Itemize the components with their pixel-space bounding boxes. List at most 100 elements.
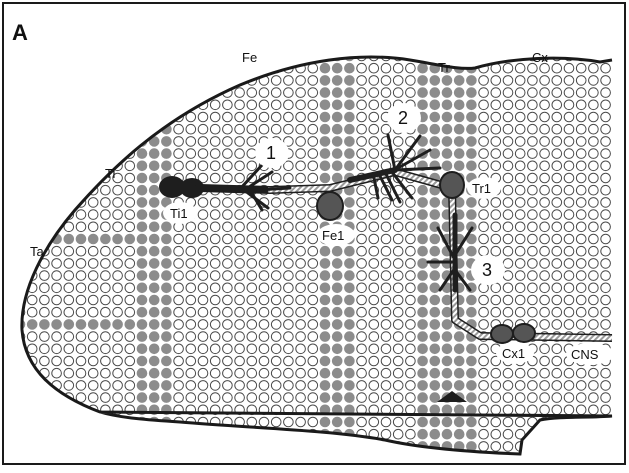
cell-circle [235, 137, 245, 147]
cell-circle [442, 344, 452, 354]
cell-circle [101, 63, 111, 73]
cell-circle [271, 259, 281, 269]
cell-circle [40, 307, 50, 317]
cell-circle [345, 442, 355, 452]
cell-circle [467, 210, 477, 220]
cell-circle [601, 381, 611, 391]
cell-circle [320, 173, 330, 183]
cell-circle [15, 246, 25, 256]
cell-circle [113, 124, 123, 134]
cell-circle [357, 259, 367, 269]
cell-circle [589, 185, 599, 195]
cell-circle [235, 149, 245, 159]
cell-circle [76, 381, 86, 391]
cell-circle [357, 442, 367, 452]
cell-circle [552, 124, 562, 134]
cell-circle [418, 124, 428, 134]
cell-circle [64, 429, 74, 439]
cell-circle [88, 393, 98, 403]
cell-circle [528, 393, 538, 403]
cell-circle [552, 222, 562, 232]
cell-circle [320, 368, 330, 378]
cell-circle [503, 259, 513, 269]
cell-circle [308, 295, 318, 305]
cell-circle [332, 320, 342, 330]
cell-circle [357, 246, 367, 256]
cell-circle [52, 356, 62, 366]
cell-circle [40, 344, 50, 354]
cell-circle [503, 417, 513, 427]
cell-circle [345, 381, 355, 391]
cell-circle [15, 368, 25, 378]
cell-circle [186, 137, 196, 147]
cell-circle [296, 137, 306, 147]
cell-circle [113, 63, 123, 73]
cell-circle [601, 210, 611, 220]
cell-circle [76, 234, 86, 244]
cell-circle [564, 283, 574, 293]
cell-circle [576, 405, 586, 415]
cell-circle [88, 454, 98, 464]
cell-circle [101, 149, 111, 159]
cell-circle [393, 259, 403, 269]
cell-circle [369, 88, 379, 98]
cell-circle [332, 454, 342, 464]
cell-circle [296, 332, 306, 342]
cell-circle [369, 63, 379, 73]
cell-circle [113, 137, 123, 147]
cell-circle [174, 295, 184, 305]
cell-circle [564, 63, 574, 73]
cell-circle [64, 295, 74, 305]
cell-circle [210, 149, 220, 159]
cell-circle [406, 417, 416, 427]
cell-circle [479, 137, 489, 147]
cell-circle [101, 417, 111, 427]
cell-circle [64, 442, 74, 452]
cell-circle [174, 124, 184, 134]
cell-circle [296, 76, 306, 86]
cell-circle [210, 307, 220, 317]
cell-circle [467, 405, 477, 415]
cell-circle [467, 137, 477, 147]
cell-circle [113, 271, 123, 281]
cell-circle [198, 63, 208, 73]
cell-circle [247, 246, 257, 256]
cell-circle [479, 295, 489, 305]
cell-circle [406, 381, 416, 391]
cell-circle [113, 393, 123, 403]
cell-circle [418, 259, 428, 269]
cell-circle [27, 88, 37, 98]
cell-circle [515, 76, 525, 86]
cell-circle [345, 100, 355, 110]
cell-circle [125, 393, 135, 403]
cell-circle [210, 246, 220, 256]
cell-circle [76, 344, 86, 354]
cell-circle [113, 368, 123, 378]
cell-circle [369, 332, 379, 342]
cell-circle [357, 88, 367, 98]
cell-circle [418, 381, 428, 391]
cell-circle [540, 381, 550, 391]
cell-circle [503, 161, 513, 171]
cell-circle [210, 112, 220, 122]
cell-circle [210, 76, 220, 86]
cell-circle [601, 76, 611, 86]
cell-circle [76, 112, 86, 122]
cell-circle [101, 259, 111, 269]
cell-circle [576, 429, 586, 439]
cell-circle [308, 222, 318, 232]
cell-circle [88, 295, 98, 305]
cell-circle [113, 149, 123, 159]
cell-circle [149, 283, 159, 293]
cell-circle [88, 246, 98, 256]
cell-circle [528, 454, 538, 464]
cell-circle [64, 283, 74, 293]
cell-circle [479, 307, 489, 317]
cell-circle [296, 222, 306, 232]
cell-circle [589, 259, 599, 269]
cell-circle [137, 234, 147, 244]
cell-circle [162, 307, 172, 317]
cell-circle [15, 63, 25, 73]
cell-circle [88, 368, 98, 378]
cell-circle [88, 234, 98, 244]
